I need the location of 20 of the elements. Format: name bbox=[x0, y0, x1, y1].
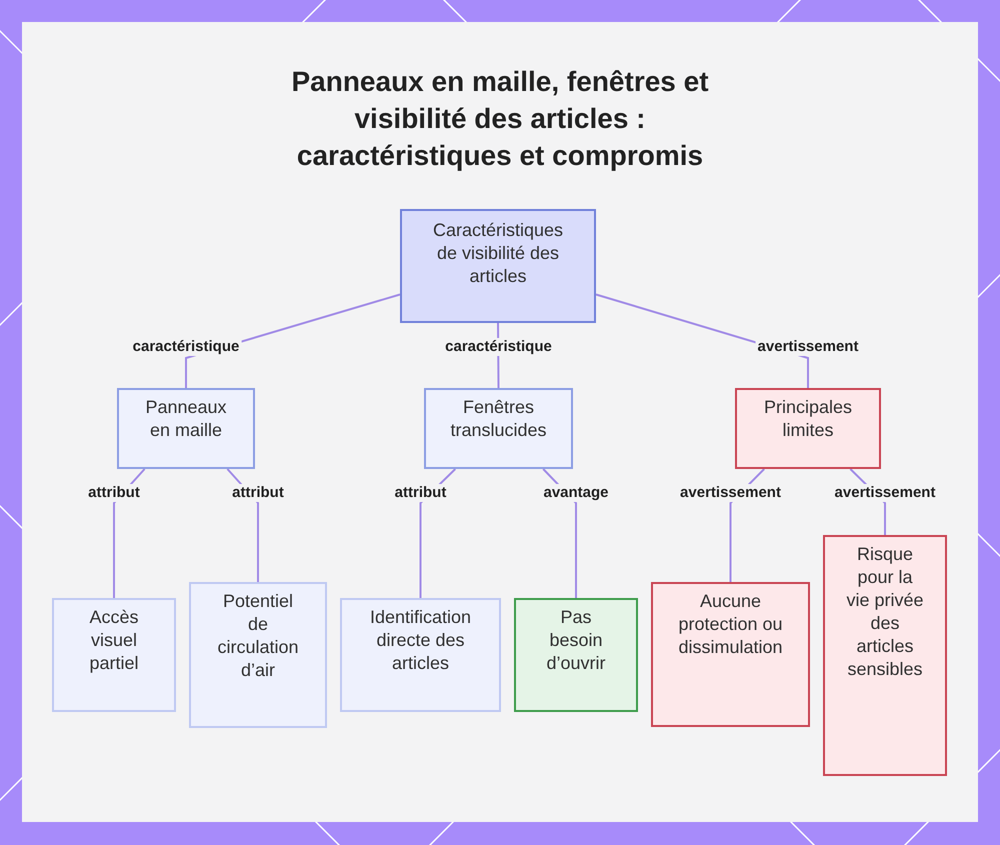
edge-label: attribut bbox=[230, 484, 286, 502]
edge-label: caractéristique bbox=[443, 338, 554, 356]
edge-label: attribut bbox=[86, 484, 142, 502]
edge-label: avertissement bbox=[756, 338, 860, 356]
attribute-box: Potentiel de circulation d’air bbox=[189, 582, 327, 728]
edge-label: attribut bbox=[392, 484, 448, 502]
warning-box: Risque pour la vie privée des articles sensibles bbox=[823, 535, 947, 776]
attribute-box: Accès visuel partiel bbox=[52, 598, 176, 712]
warning-box: Aucune protection ou dissimulation bbox=[651, 582, 810, 727]
benefit-box: Pas besoin d’ouvrir bbox=[514, 598, 638, 712]
edge-label: avertissement bbox=[832, 484, 938, 502]
warning-box: Principales limites bbox=[735, 388, 881, 469]
edge-label: avertissement bbox=[678, 484, 783, 502]
topic-box: Caractéristiques de visibilité des articles bbox=[400, 209, 596, 323]
title: Panneaux en maille, fenêtres et visibilité des articles : caractéristiques et compromis bbox=[290, 65, 710, 173]
category-box: Panneaux en maille bbox=[117, 388, 255, 469]
edge-label: avantage bbox=[541, 484, 611, 502]
category-box: Fenêtres translucides bbox=[424, 388, 573, 469]
edge-label: caractéristique bbox=[130, 338, 242, 356]
attribute-box: Identification directe des articles bbox=[340, 598, 501, 712]
